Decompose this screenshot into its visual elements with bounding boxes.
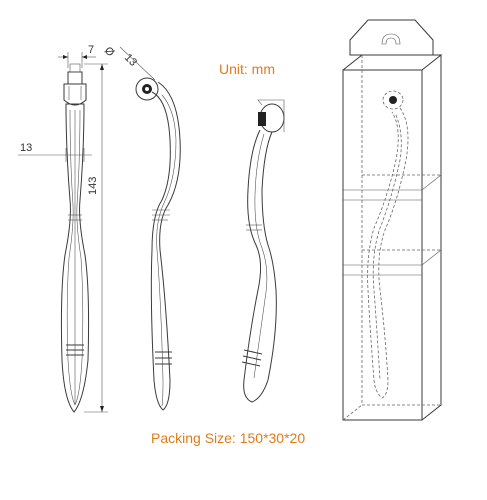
front-view: 7 13 143	[18, 44, 108, 413]
dim-roller-diameter-symbol: Ø	[102, 45, 117, 60]
front-view-roller	[67, 71, 83, 85]
side-view-handle	[150, 81, 181, 411]
dim-head-width: 7	[88, 44, 94, 56]
boxed-handle	[367, 107, 409, 399]
front-view-head	[63, 83, 87, 106]
dim-neck-width: 13	[20, 142, 32, 154]
side-view: Ø 13	[102, 45, 181, 411]
side-view-roller	[135, 77, 159, 101]
hang-hole	[381, 33, 401, 45]
packaging-box	[342, 19, 443, 421]
packing-size-note: Packing Size: 150*30*20	[151, 430, 306, 446]
perspective-view-handle	[243, 129, 277, 403]
boxed-roller	[382, 90, 404, 110]
unit-note: Unit: mm	[219, 61, 275, 77]
perspective-view	[241, 99, 285, 403]
dim-total-length: 143	[87, 177, 99, 195]
dim-roller-diameter: 13	[122, 52, 139, 69]
front-view-handle	[60, 103, 90, 413]
hang-tab	[349, 19, 434, 56]
box-front	[342, 69, 423, 421]
